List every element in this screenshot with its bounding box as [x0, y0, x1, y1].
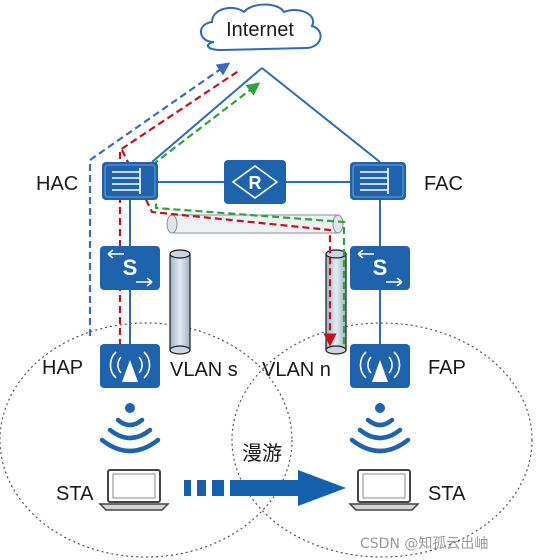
traffic-path-red	[118, 69, 330, 346]
fac-label: FAC	[424, 173, 463, 195]
traffic-path-green	[154, 82, 346, 344]
router-icon: R	[224, 160, 286, 204]
hap-coverage-area	[0, 322, 293, 558]
fac-device-icon	[350, 162, 406, 200]
hac-switch-glyph: S	[123, 255, 138, 280]
network-links	[129, 67, 381, 344]
fap-device-icon	[350, 344, 410, 388]
fap-coverage-area	[231, 322, 533, 558]
link-internet-fac	[261, 67, 381, 163]
hap-label: HAP	[42, 357, 83, 379]
traffic-path-blue	[88, 62, 231, 336]
hap-device-icon	[100, 344, 160, 388]
sta-left-laptop-icon	[98, 469, 170, 511]
vlan-n-label: VLAN n	[262, 359, 331, 381]
fac-switch-icon: S	[350, 246, 410, 290]
link-internet-hac	[151, 67, 263, 163]
sta-right-laptop-icon	[348, 469, 420, 511]
fap-label: FAP	[428, 357, 466, 379]
vlan-s-label: VLAN s	[170, 359, 238, 381]
roam-label: 漫游	[242, 441, 282, 465]
internet-cloud	[200, 3, 322, 52]
hap-wifi-signal-icon	[99, 403, 161, 454]
roaming-arrow-icon	[184, 470, 346, 506]
vlan-s-tunnel	[169, 249, 191, 355]
sta-left-label: STA	[56, 483, 94, 505]
internet-label: Internet	[226, 19, 294, 41]
hac-label: HAC	[36, 173, 78, 195]
hac-device-icon	[102, 162, 158, 200]
fap-wifi-signal-icon	[349, 403, 411, 454]
inter-ac-tunnel	[166, 214, 344, 234]
watermark-text: CSDN @知孤云出岫	[360, 535, 488, 552]
router-glyph: R	[249, 173, 262, 193]
hac-switch-icon: S	[100, 246, 160, 290]
fac-switch-glyph: S	[373, 255, 388, 280]
sta-right-label: STA	[428, 483, 466, 505]
